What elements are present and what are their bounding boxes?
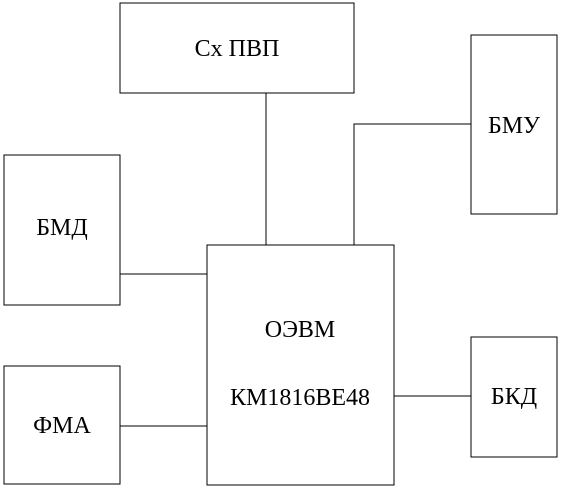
connector-bmu-oevm (353, 123, 471, 245)
block-oevm-box (206, 244, 395, 486)
block-bmu: БМУ (470, 34, 558, 215)
block-bmu-label: БМУ (488, 113, 540, 139)
block-sx-pvp-box (119, 2, 355, 94)
block-sx-pvp: Сх ПВП (119, 2, 355, 94)
block-oevm-label-line1: ОЭВМ (265, 317, 336, 343)
block-sx-pvp-label: Сх ПВП (195, 36, 280, 62)
block-bkd-box (470, 336, 558, 458)
block-bmu-box (470, 34, 558, 215)
block-oevm: ОЭВМ КМ1816ВЕ48 (206, 244, 395, 486)
block-oevm-label-line2: КМ1816ВЕ48 (230, 385, 370, 411)
block-bmd-label: БМД (36, 215, 88, 241)
block-bkd-label: БКД (491, 384, 537, 410)
block-fma-box (3, 365, 121, 485)
block-bmd: БМД (3, 154, 121, 306)
block-fma-label: ФМА (33, 413, 91, 439)
block-bmd-box (3, 154, 121, 306)
block-bkd: БКД (470, 336, 558, 458)
block-fma: ФМА (3, 365, 121, 485)
